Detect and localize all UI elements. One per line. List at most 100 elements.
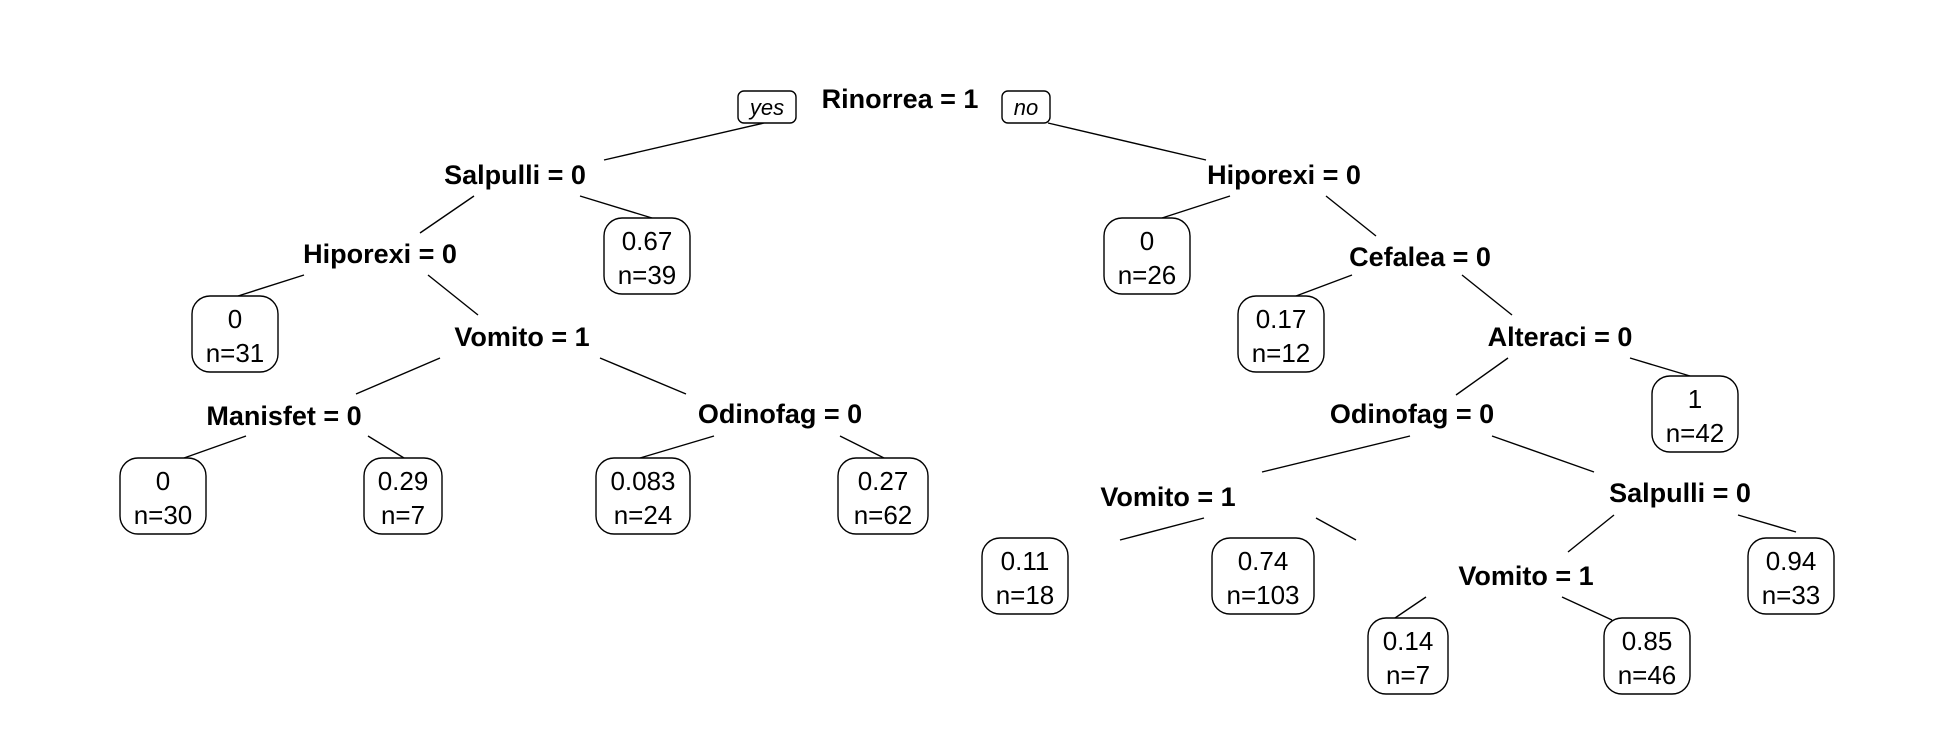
leaf-value: 0.14 bbox=[1383, 626, 1434, 656]
leaf-count: n=31 bbox=[206, 338, 265, 368]
split-node-label: Odinofag = 0 bbox=[1330, 399, 1494, 429]
no-label-box bbox=[1001, 90, 1051, 124]
leaf-value: 0.17 bbox=[1256, 304, 1307, 334]
edge bbox=[1391, 596, 1427, 621]
leaf-node: 0 n=31 bbox=[191, 295, 279, 373]
edge bbox=[839, 435, 885, 459]
leaf-node: 1 n=42 bbox=[1651, 375, 1739, 453]
split-node-label: Manisfet = 0 bbox=[206, 401, 361, 431]
split-node-label: Salpulli = 0 bbox=[1609, 478, 1751, 508]
leaf-node: 0.67 n=39 bbox=[603, 217, 691, 295]
edge bbox=[183, 435, 247, 459]
no-label: no bbox=[1001, 90, 1051, 124]
split-node-label: Hiporexi = 0 bbox=[303, 239, 457, 269]
split-node-label: Vomito = 1 bbox=[1458, 561, 1593, 591]
split-node-label: Salpulli = 0 bbox=[444, 160, 586, 190]
edge bbox=[1161, 195, 1231, 219]
no-label-text: no bbox=[1014, 95, 1038, 120]
leaf-value: 0 bbox=[1140, 226, 1154, 256]
leaf-nodes: 0.67 n=39 0 n=31 0 n=30 0.29 n=7 0.083 n… bbox=[119, 217, 1835, 695]
edge bbox=[419, 195, 475, 234]
leaf-box bbox=[595, 457, 691, 535]
leaf-box bbox=[119, 457, 207, 535]
leaf-value: 0 bbox=[156, 466, 170, 496]
split-node-label: Vomito = 1 bbox=[1100, 482, 1235, 512]
yes-label-box bbox=[737, 90, 797, 124]
leaf-box bbox=[363, 457, 443, 535]
leaf-node: 0.11 n=18 bbox=[981, 537, 1069, 615]
leaf-count: n=62 bbox=[854, 500, 913, 530]
leaf-count: n=33 bbox=[1762, 580, 1821, 610]
leaf-node: 0.17 n=12 bbox=[1237, 295, 1325, 373]
leaf-box bbox=[981, 537, 1069, 615]
edge bbox=[1737, 514, 1797, 533]
edge bbox=[1491, 435, 1595, 473]
leaf-box bbox=[603, 217, 691, 295]
leaf-box bbox=[1367, 617, 1449, 695]
leaf-node: 0 n=26 bbox=[1103, 217, 1191, 295]
leaf-value: 0.27 bbox=[858, 466, 909, 496]
edge bbox=[579, 195, 653, 219]
leaf-value: 0 bbox=[228, 304, 242, 334]
edge bbox=[1047, 122, 1207, 161]
leaf-count: n=30 bbox=[134, 500, 193, 530]
tree-edges bbox=[183, 122, 1797, 621]
split-node-label: Cefalea = 0 bbox=[1349, 242, 1491, 272]
leaf-box bbox=[191, 295, 279, 373]
leaf-box bbox=[1747, 537, 1835, 615]
edge bbox=[427, 274, 479, 316]
edge bbox=[1261, 435, 1411, 473]
leaf-box bbox=[1651, 375, 1739, 453]
yes-label-text: yes bbox=[748, 95, 784, 120]
leaf-node: 0 n=30 bbox=[119, 457, 207, 535]
leaf-value: 0.11 bbox=[1001, 546, 1050, 576]
edge bbox=[1295, 274, 1353, 297]
leaf-box bbox=[1211, 537, 1315, 615]
leaf-value: 0.67 bbox=[622, 226, 673, 256]
edge bbox=[1119, 517, 1205, 541]
edge bbox=[1455, 357, 1509, 396]
leaf-node: 0.14 n=7 bbox=[1367, 617, 1449, 695]
edge bbox=[1315, 517, 1357, 541]
edge bbox=[603, 122, 765, 161]
leaf-value: 0.85 bbox=[1622, 626, 1673, 656]
leaf-count: n=18 bbox=[996, 580, 1055, 610]
split-node-label: Odinofag = 0 bbox=[698, 399, 862, 429]
leaf-node: 0.083 n=24 bbox=[595, 457, 691, 535]
leaf-value: 0.29 bbox=[378, 466, 429, 496]
leaf-box bbox=[1103, 217, 1191, 295]
leaf-value: 0.083 bbox=[610, 466, 675, 496]
leaf-box bbox=[1237, 295, 1325, 373]
split-node-label: Vomito = 1 bbox=[454, 322, 589, 352]
edge bbox=[639, 435, 715, 459]
edge bbox=[367, 435, 405, 459]
leaf-count: n=26 bbox=[1118, 260, 1177, 290]
split-node-label: Rinorrea = 1 bbox=[822, 84, 979, 114]
edge bbox=[1325, 195, 1377, 237]
leaf-node: 0.27 n=62 bbox=[837, 457, 929, 535]
leaf-count: n=46 bbox=[1618, 660, 1677, 690]
split-node-label: Hiporexi = 0 bbox=[1207, 160, 1361, 190]
leaf-value: 0.94 bbox=[1766, 546, 1817, 576]
leaf-count: n=103 bbox=[1226, 580, 1299, 610]
leaf-box bbox=[1603, 617, 1691, 695]
edge bbox=[237, 274, 305, 297]
leaf-count: n=42 bbox=[1666, 418, 1725, 448]
leaf-node: 0.85 n=46 bbox=[1603, 617, 1691, 695]
leaf-box bbox=[837, 457, 929, 535]
leaf-value: 1 bbox=[1688, 384, 1702, 414]
leaf-value: 0.74 bbox=[1238, 546, 1289, 576]
split-node-label: Alteraci = 0 bbox=[1488, 322, 1633, 352]
leaf-count: n=7 bbox=[1386, 660, 1430, 690]
edge bbox=[1567, 514, 1615, 553]
leaf-count: n=12 bbox=[1252, 338, 1311, 368]
edge bbox=[1561, 596, 1613, 621]
leaf-count: n=39 bbox=[618, 260, 677, 290]
yes-label: yes bbox=[737, 90, 797, 124]
split-nodes: Rinorrea = 1 Salpulli = 0 Hiporexi = 0 V… bbox=[206, 84, 1751, 591]
leaf-node: 0.74 n=103 bbox=[1211, 537, 1315, 615]
edge bbox=[355, 357, 441, 395]
edge bbox=[1461, 274, 1513, 316]
leaf-node: 0.29 n=7 bbox=[363, 457, 443, 535]
